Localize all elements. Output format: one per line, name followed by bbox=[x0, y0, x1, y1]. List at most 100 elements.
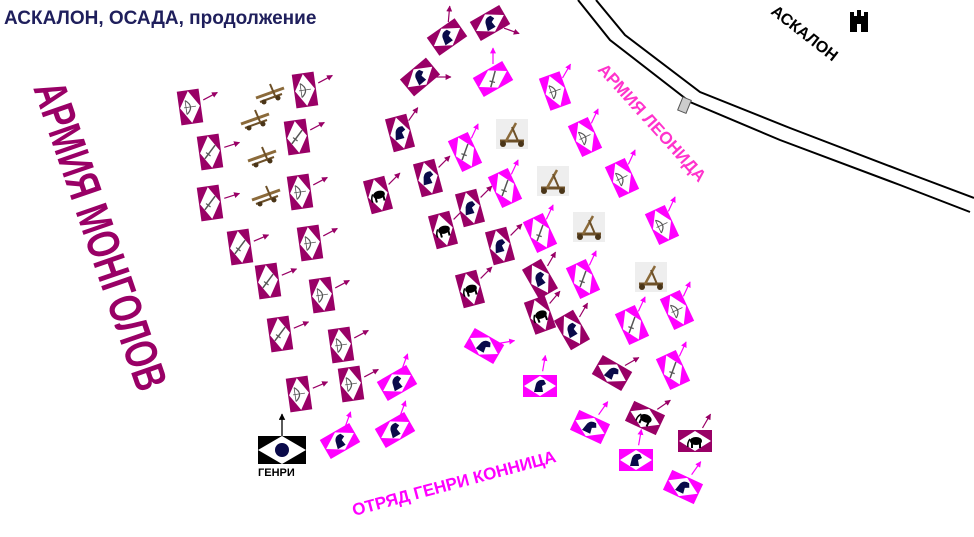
leonid-unit-41 bbox=[655, 341, 691, 391]
mongol-unit-15 bbox=[469, 4, 520, 42]
arch-icon bbox=[184, 100, 196, 115]
inf-icon bbox=[291, 129, 303, 145]
inf-icon bbox=[204, 144, 216, 160]
mongol-unit-5 bbox=[266, 315, 310, 353]
mongol-unit-10 bbox=[296, 224, 338, 262]
inf-icon bbox=[628, 316, 636, 334]
mongol-unit-0 bbox=[176, 88, 218, 126]
inf-icon bbox=[669, 361, 677, 379]
cav-icon bbox=[395, 126, 406, 141]
catapult-icon bbox=[496, 119, 528, 149]
arch-icon bbox=[345, 377, 357, 392]
ele-icon bbox=[436, 225, 451, 238]
inf-icon bbox=[274, 326, 286, 342]
henry-unit bbox=[258, 413, 306, 464]
catapult-icon bbox=[635, 262, 667, 292]
leonid-unit-43 bbox=[374, 400, 416, 449]
mongol-unit-21 bbox=[454, 185, 493, 228]
cav-icon bbox=[415, 69, 427, 86]
siege-engine-icon bbox=[247, 146, 277, 168]
cav-icon bbox=[335, 433, 346, 450]
mongol-unit-4 bbox=[254, 262, 298, 300]
cav-icon bbox=[567, 322, 578, 339]
siege-engine-icon bbox=[240, 109, 270, 131]
leonid-unit-40 bbox=[659, 281, 695, 331]
leonid-unit-44 bbox=[319, 411, 361, 460]
arch-icon bbox=[548, 85, 561, 100]
label-henry: ГЕНРИ bbox=[258, 467, 295, 479]
cav-icon bbox=[475, 340, 491, 353]
mongol-unit-8 bbox=[283, 118, 325, 156]
cav-icon bbox=[603, 367, 619, 380]
inf-icon bbox=[234, 239, 246, 255]
gate-icon bbox=[677, 96, 692, 115]
arch-icon bbox=[316, 288, 328, 303]
mongol-unit-11 bbox=[308, 276, 350, 314]
mongol-unit-12 bbox=[327, 326, 369, 364]
leonid-unit-42 bbox=[376, 353, 418, 402]
label-mongol-army: АРМИЯ МОНГОЛОВ bbox=[23, 75, 176, 397]
label-city: АСКАЛОН bbox=[768, 3, 841, 65]
arch-icon bbox=[299, 83, 311, 98]
mongol-unit-24 bbox=[521, 251, 559, 300]
arch-icon bbox=[670, 304, 683, 319]
leonid-unit-47 bbox=[569, 401, 611, 445]
catapult-icon bbox=[537, 166, 569, 196]
cav-icon bbox=[442, 29, 453, 46]
cav-icon bbox=[495, 239, 506, 254]
leonid-unit-49 bbox=[662, 461, 704, 505]
leonid-unit-36 bbox=[644, 196, 680, 246]
mongol-unit-19 bbox=[362, 172, 401, 215]
page-title: АСКАЛОН, ОСАДА, продолжение bbox=[4, 8, 316, 29]
siege-engine-icon bbox=[255, 83, 285, 105]
siege-engine-icon bbox=[251, 185, 281, 207]
leonid-unit-30 bbox=[472, 47, 514, 98]
leonid-unit-34 bbox=[487, 159, 523, 209]
castle-icon bbox=[850, 10, 868, 32]
mongol-unit-1 bbox=[196, 133, 241, 171]
catapult-icon bbox=[573, 212, 605, 242]
cav-icon bbox=[390, 422, 401, 439]
units-layer bbox=[176, 4, 712, 505]
mongol-unit-28 bbox=[624, 399, 671, 436]
mongol-unit-16 bbox=[399, 57, 452, 97]
mongol-unit-22 bbox=[484, 223, 523, 266]
ele-icon bbox=[371, 190, 386, 203]
mongol-unit-6 bbox=[285, 375, 329, 413]
inf-icon bbox=[262, 273, 274, 289]
leonid-unit-46 bbox=[523, 354, 557, 397]
cav-icon bbox=[535, 271, 546, 288]
leonid-unit-35 bbox=[604, 149, 640, 199]
leonid-unit-45 bbox=[463, 327, 516, 365]
cav-icon bbox=[582, 421, 597, 434]
inf-icon bbox=[461, 143, 469, 161]
mongol-unit-29 bbox=[678, 413, 712, 452]
inf-icon bbox=[489, 70, 496, 88]
mongol-unit-20 bbox=[427, 207, 466, 250]
mongol-unit-17 bbox=[384, 107, 419, 153]
mongol-unit-26 bbox=[553, 302, 591, 351]
inf-icon bbox=[501, 179, 509, 197]
mongol-unit-23 bbox=[454, 266, 493, 309]
ele-icon bbox=[533, 310, 549, 324]
inf-icon bbox=[204, 195, 216, 211]
ele-icon bbox=[687, 437, 702, 448]
leonid-unit-38 bbox=[565, 250, 601, 300]
cav-icon bbox=[423, 171, 434, 186]
inf-icon bbox=[536, 224, 544, 242]
inf-icon bbox=[579, 270, 587, 288]
cav-icon bbox=[485, 15, 496, 32]
mongol-unit-25 bbox=[523, 290, 561, 335]
mongol-unit-7 bbox=[291, 71, 333, 109]
arch-icon bbox=[335, 338, 347, 353]
cav-icon bbox=[630, 453, 642, 466]
cav-icon bbox=[465, 201, 476, 216]
arch-icon bbox=[293, 387, 305, 402]
cav-icon bbox=[392, 375, 403, 392]
city-wall bbox=[577, 0, 974, 213]
cav-icon bbox=[534, 379, 546, 392]
label-henry-detachment: ОТРЯД ГЕНРИ КОННИЦА bbox=[350, 447, 558, 520]
ele-icon bbox=[463, 284, 478, 297]
